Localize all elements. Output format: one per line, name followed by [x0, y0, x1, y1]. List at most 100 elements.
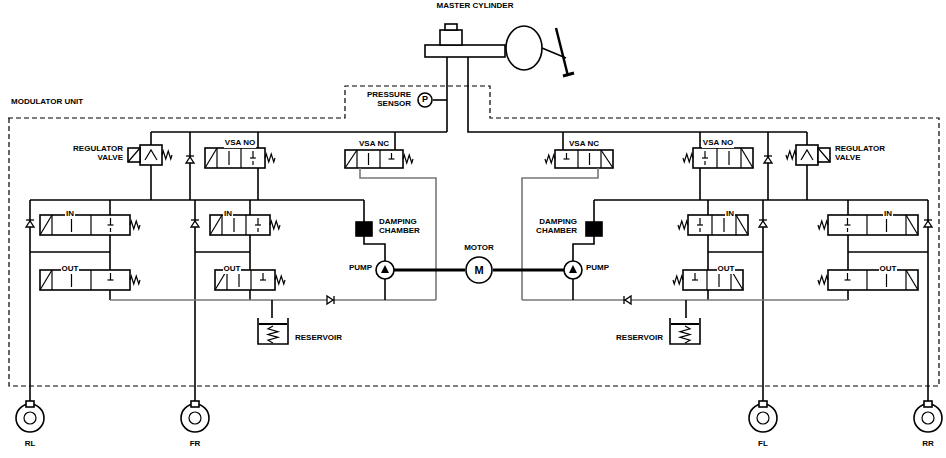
valve-label: IN	[223, 210, 233, 219]
flow-path	[886, 273, 887, 287]
valve-label: VSA NO	[702, 139, 734, 148]
spring-symbol	[786, 151, 796, 159]
brake-disc	[181, 404, 209, 432]
blocked-path	[847, 228, 848, 232]
blocked-path	[699, 218, 700, 225]
check-valve-body	[186, 157, 194, 163]
blocked-path	[564, 158, 570, 159]
flow-path	[718, 273, 719, 287]
pipe-line	[708, 251, 763, 253]
spring-symbol	[818, 221, 828, 229]
check-valve	[624, 296, 631, 304]
solenoid-valve	[345, 150, 403, 168]
flow-path	[71, 218, 72, 232]
blocked-path	[257, 218, 258, 225]
cylinder-body	[425, 45, 505, 57]
check-valve-body	[625, 296, 631, 304]
valve-divider	[90, 270, 91, 290]
blocked-path	[255, 224, 261, 225]
valve-label: IN	[65, 210, 75, 219]
check-valve-seat	[924, 219, 932, 220]
valve-label: OUT	[223, 265, 242, 274]
solenoid-coil	[205, 148, 217, 168]
modulator-unit-outline	[8, 80, 940, 388]
solenoid-coil	[601, 150, 613, 168]
pipe-line	[699, 132, 701, 148]
spring-symbol	[545, 155, 555, 163]
brake-caliper	[759, 401, 767, 407]
valve-divider	[711, 215, 712, 235]
flow-path	[228, 151, 229, 165]
pump-symbol	[376, 261, 394, 279]
flow-path	[886, 218, 887, 232]
part-label: RESERVOIR	[294, 334, 343, 343]
pressure-sensor-circle	[418, 93, 432, 107]
blocked-path	[845, 279, 851, 280]
blocked-path	[697, 224, 703, 225]
solenoid-divider	[51, 215, 52, 235]
reservoir-body	[670, 318, 700, 344]
solenoid-coil	[906, 270, 918, 290]
pipe-line	[150, 132, 152, 145]
pipe-line	[363, 200, 365, 222]
valve-divider	[577, 150, 578, 168]
solenoid-valve	[205, 148, 265, 168]
part-label: PUMP	[348, 264, 373, 273]
wheel-label: FL	[757, 440, 769, 449]
check-valve	[327, 296, 334, 304]
spring-symbol	[673, 276, 683, 284]
blocked-path	[704, 161, 705, 165]
blocked-path	[252, 161, 253, 165]
pipe-line	[150, 165, 152, 200]
valve-divider	[245, 215, 246, 235]
spring-symbol	[403, 155, 413, 163]
brake-caliper	[191, 401, 199, 407]
check-valve-body	[759, 221, 767, 227]
check-valve	[924, 220, 932, 227]
pipe-line	[29, 200, 31, 395]
part-label: REGULATOR VALVE	[60, 145, 124, 163]
pipe-line	[194, 200, 196, 395]
valve-divider	[716, 148, 717, 168]
reservoir-body	[258, 318, 288, 344]
blocked-path	[110, 218, 111, 225]
motor-shaft	[493, 269, 564, 272]
pipe-line	[446, 57, 448, 132]
flow-path	[71, 273, 72, 287]
solenoid-coil	[40, 215, 52, 235]
wheel-hub	[757, 412, 769, 424]
part-label: RESERVOIR	[615, 334, 664, 343]
pipe-line	[562, 132, 564, 150]
part-label: PRESSURE SENSOR	[352, 91, 412, 109]
spring-symbol	[130, 276, 140, 284]
pipe-line	[195, 251, 250, 253]
valve-divider	[706, 270, 707, 290]
check-valve-seat	[759, 219, 767, 220]
pipe-line	[848, 251, 928, 253]
pipe-line	[847, 200, 849, 215]
blocked-path	[389, 158, 395, 159]
solenoid-divider	[735, 215, 736, 235]
pipe-line	[511, 131, 807, 133]
check-valve-body	[924, 221, 932, 227]
blocked-path	[110, 228, 111, 232]
valve-label: OUT	[879, 265, 898, 274]
valve-label: IN	[883, 210, 893, 219]
pipe-line	[573, 236, 594, 261]
pipe-line	[699, 168, 701, 200]
damping-chamber	[586, 222, 602, 236]
check-valve-seat	[623, 296, 624, 304]
pipe-line	[806, 132, 808, 145]
part-label: PUMP	[585, 264, 610, 273]
valve-label: VSA NC	[358, 140, 390, 149]
right-circuit	[493, 132, 942, 432]
part-label: MOTOR	[463, 244, 495, 253]
brake-caliper	[26, 401, 34, 407]
check-valve-body	[191, 221, 199, 227]
solenoid-valve	[828, 270, 918, 290]
check-valve-body	[327, 296, 333, 304]
flow-path	[368, 153, 369, 165]
regulator-symbol	[801, 150, 813, 160]
